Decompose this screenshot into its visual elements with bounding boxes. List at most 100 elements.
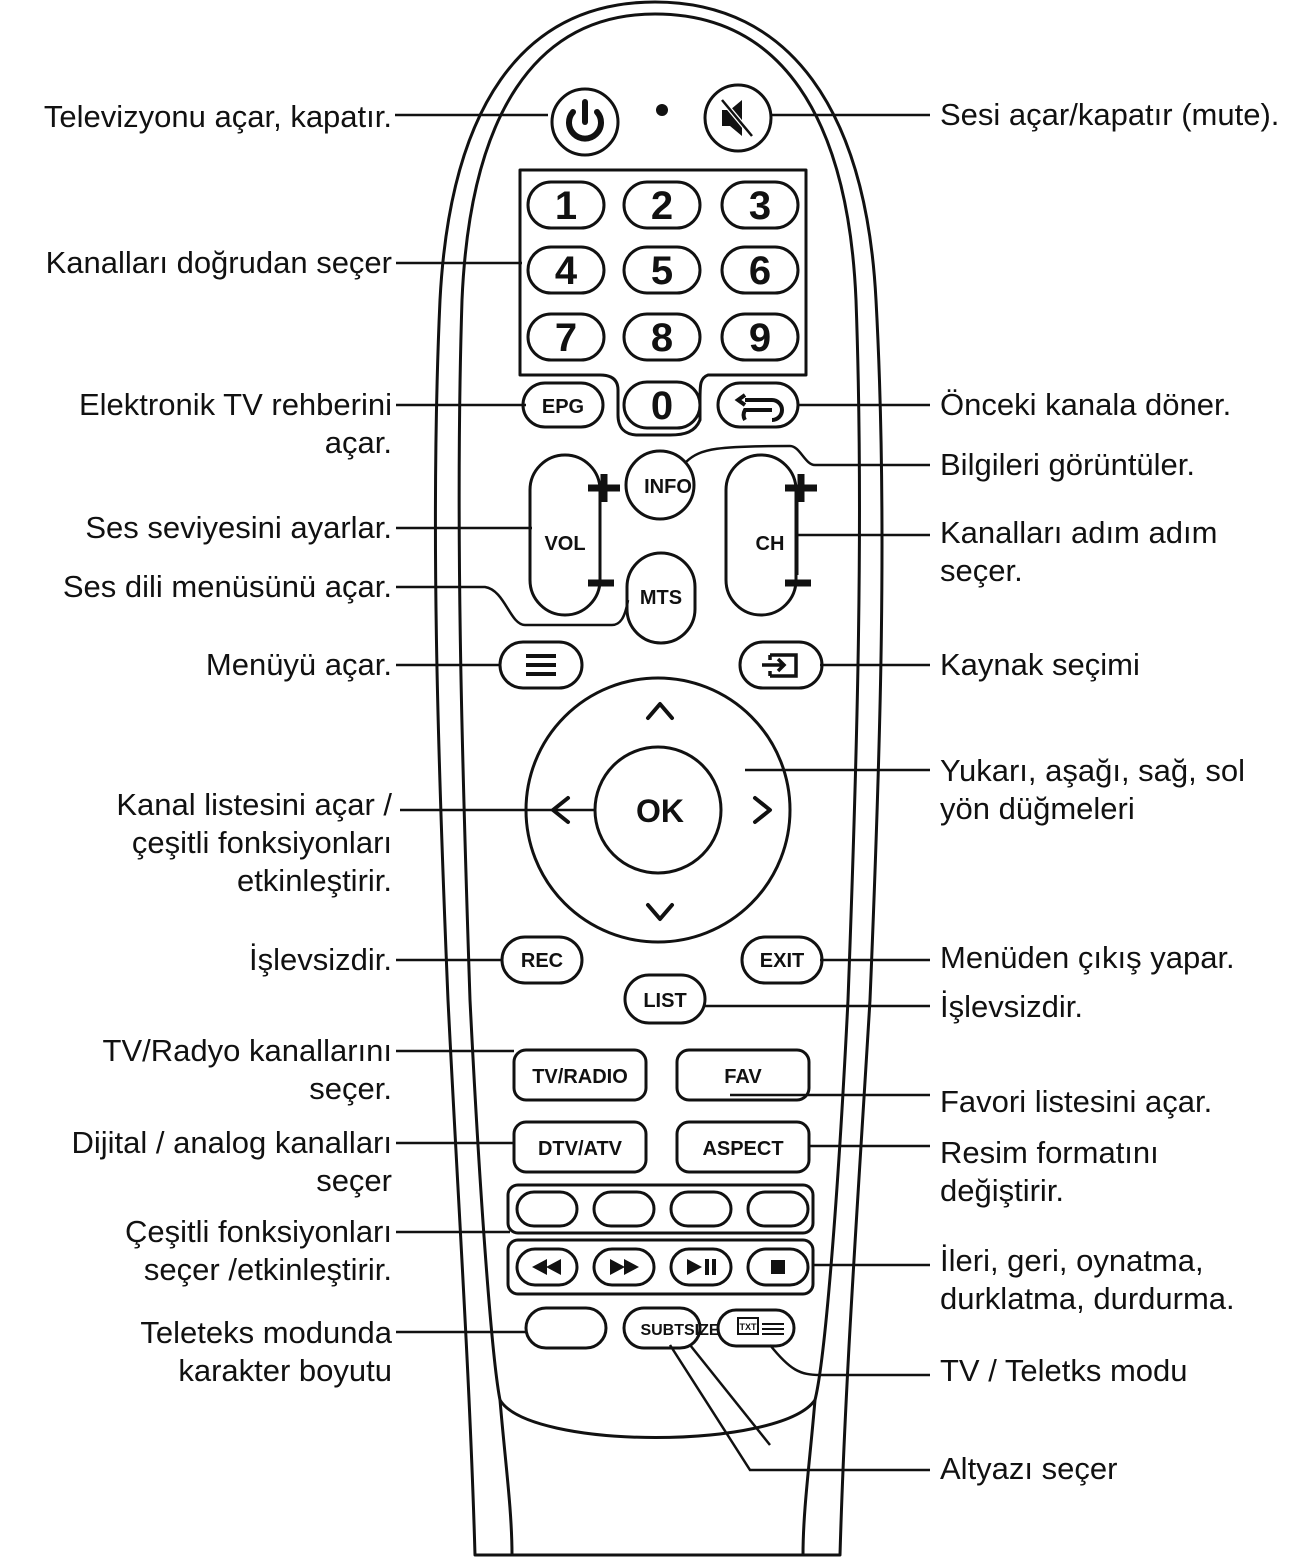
size-button[interactable] [524,1306,608,1350]
label-line: Elektronik TV rehberini [78,387,392,422]
color-key-1[interactable] [515,1190,579,1228]
info-label: INFO [644,476,692,498]
exit-button[interactable] [740,935,824,985]
epg-label: EPG [542,396,584,418]
label-line: Çeşitli fonksiyonları [124,1214,392,1249]
ok-ring [593,745,723,875]
label-exit: Menüden çıkış yapar. [940,939,1235,977]
label-vol: Ses seviyesini ayarlar. [85,509,392,547]
stop-button[interactable] [746,1247,810,1287]
label-line: yön düğmeleri [940,791,1135,826]
remote-bottom-rim [498,1398,817,1557]
stop-icon [771,1260,785,1274]
epg-button[interactable] [521,381,605,429]
indicator-led [656,104,668,116]
fast-forward-button[interactable] [592,1247,656,1287]
digit-button-9[interactable] [720,312,800,362]
label-line: Ses seviyesini ayarlar. [85,510,392,545]
digit-button-0[interactable] [622,380,702,430]
label-line: İleri, geri, oynatma, [940,1243,1204,1278]
subtitle-button[interactable] [622,1306,702,1350]
vol-plus-icon [588,474,620,502]
digit-label-8: 8 [651,316,673,360]
label-recall: Önceki kanala döner. [940,386,1231,424]
color-key-3[interactable] [669,1190,733,1228]
vol-rocker[interactable] [528,453,602,617]
digit-button-6[interactable] [720,245,800,295]
label-ok: Kanal listesini açar /çeşitli fonksiyonl… [116,786,392,900]
color-keys-frame [506,1183,815,1235]
mts-label: MTS [640,587,682,609]
label-rec: İşlevsizdir. [249,941,392,979]
dtvatv-button[interactable] [512,1120,648,1174]
digit-button-7[interactable] [526,312,606,362]
digit-button-2[interactable] [622,180,702,230]
label-mute: Sesi açar/kapatır (mute). [940,96,1279,134]
ch-label: CH [756,533,785,555]
info-button[interactable] [624,449,696,521]
label-media: İleri, geri, oynatma,durklatma, durdurma… [940,1242,1235,1318]
ch-plus-icon [785,474,817,502]
fav-button[interactable] [675,1048,811,1102]
label-line: Ses dili menüsünü açar. [62,569,392,604]
arrow-left-icon [551,796,570,824]
source-icon [762,653,798,678]
rewind-icon [532,1259,561,1275]
label-list: İşlevsizdir. [940,988,1083,1026]
tvradio-label: TV/RADIO [532,1066,628,1088]
label-mts: Ses dili menüsünü açar. [63,568,392,606]
arrow-down-icon [646,903,674,921]
digit-label-7: 7 [555,316,577,360]
label-line: İşlevsizdir. [940,989,1083,1024]
digit-label-6: 6 [749,249,771,293]
label-digits: Kanalları doğrudan seçer [46,244,392,282]
txt-label: TXT [740,1322,758,1332]
power-button[interactable] [550,87,620,157]
digit-button-1[interactable] [526,180,606,230]
label-line: Kanal listesini açar / [116,787,392,822]
label-line: TV/Radyo kanallarını [102,1033,392,1068]
color-key-4[interactable] [746,1190,810,1228]
label-line: Menüden çıkış yapar. [940,940,1235,975]
source-button[interactable] [738,640,824,690]
recall-button[interactable] [716,381,800,429]
teletext-icon [737,1317,784,1335]
digit-label-3: 3 [749,184,771,228]
tvradio-button[interactable] [512,1048,648,1102]
label-fav: Favori listesini açar. [940,1083,1212,1121]
label-line: Bilgileri görüntüler. [940,447,1196,482]
subtitle-label: SUBTSIZE [640,1322,719,1339]
color-key-2[interactable] [592,1190,656,1228]
digit-button-5[interactable] [622,245,702,295]
mts-button[interactable] [625,551,697,645]
rec-button[interactable] [500,935,584,985]
label-txt: TV / Teletks modu [940,1352,1188,1390]
digit-label-9: 9 [749,316,771,360]
label-line: karakter boyutu [178,1353,392,1388]
mute-button[interactable] [703,83,773,153]
digit-button-4[interactable] [526,245,606,295]
digit-button-8[interactable] [622,312,702,362]
arrow-right-icon [753,796,772,824]
aspect-button[interactable] [675,1120,811,1174]
rewind-button[interactable] [515,1247,579,1287]
label-line: durklatma, durdurma. [940,1281,1235,1316]
play-pause-button[interactable] [669,1247,733,1287]
media-keys-frame [506,1238,815,1296]
label-line: Resim formatını [940,1135,1159,1170]
list-button[interactable] [623,973,707,1025]
aspect-label: ASPECT [702,1138,783,1160]
menu-button[interactable] [498,640,584,690]
label-line: Altyazı seçer [940,1451,1118,1486]
label-line: Yukarı, aşağı, sağ, sol [940,753,1246,788]
play-pause-icon [687,1259,716,1275]
fav-label: FAV [724,1066,762,1088]
menu-icon [526,654,556,676]
digit-button-3[interactable] [720,180,800,230]
txt-button[interactable] [716,1308,796,1348]
